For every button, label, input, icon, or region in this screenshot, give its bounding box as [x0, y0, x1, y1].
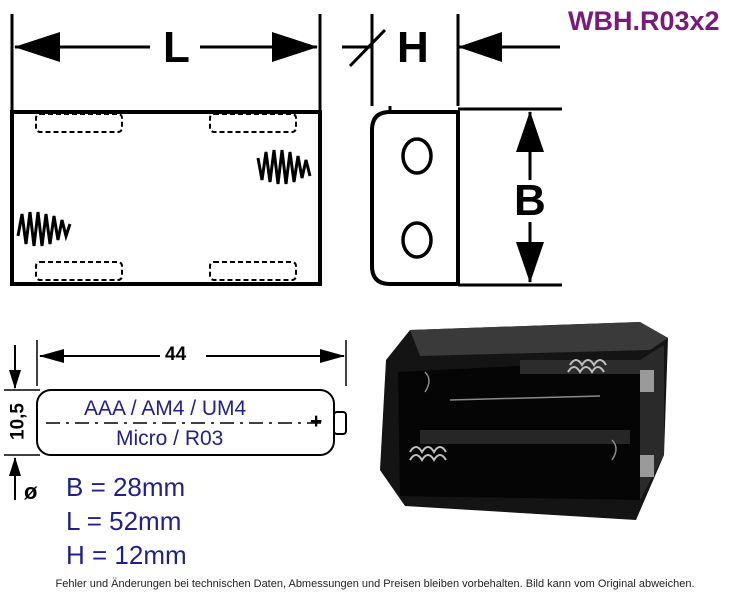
top-view-holder: [10, 14, 322, 286]
disclaimer-footer: Fehler und Änderungen bei technischen Da…: [55, 578, 695, 590]
diameter-symbol: ø: [24, 479, 38, 504]
battery-plus-sign: +: [310, 410, 323, 433]
side-view-holder: [342, 14, 562, 287]
spec-width: B = 28mm: [66, 472, 186, 502]
battery-type-line2: Micro / R03: [116, 427, 224, 450]
dimension-label-width: B: [514, 176, 546, 225]
battery-holder-photo: [380, 322, 668, 520]
spec-height: H = 12mm: [66, 540, 187, 570]
dimension-label-height: H: [397, 23, 429, 72]
model-title: WBH.R03x2: [568, 6, 720, 36]
battery-type-line1: AAA / AM4 / UM4: [84, 397, 247, 420]
spec-length: L = 52mm: [66, 506, 182, 536]
spring-icon: [256, 149, 312, 185]
dimension-label-length: L: [163, 23, 190, 72]
battery-length-label: 44: [165, 344, 187, 365]
battery-drawing: [4, 340, 347, 500]
battery-height-label: 10,5: [7, 403, 29, 440]
spring-icon: [16, 211, 72, 247]
